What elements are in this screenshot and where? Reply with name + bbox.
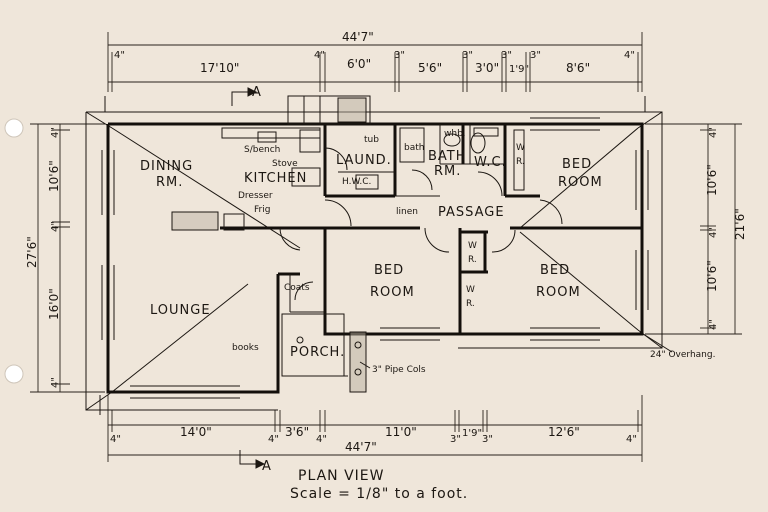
top-dim-seg-4: 6'0"	[347, 57, 371, 71]
right-dim-seg-3: 4"	[708, 227, 719, 238]
room-label-porch: PORCH.	[290, 345, 345, 360]
label-pipe-cols: 3" Pipe Cols	[372, 365, 426, 375]
bottom-dim-seg-2: 14'0"	[180, 425, 212, 439]
label-wr-c2: R.	[466, 299, 475, 309]
bottom-dim-seg-3: 4"	[268, 434, 279, 445]
overhang-leader	[639, 331, 673, 353]
interior-walls	[220, 124, 642, 334]
room-label-kitchen: KITCHEN	[244, 171, 307, 186]
top-dim-seg-2: 17'10"	[200, 61, 239, 75]
top-dim-seg-11: 3"	[530, 50, 541, 61]
left-dim-seg-1: 4"	[50, 127, 61, 138]
room-label-wc: W.C.	[474, 155, 507, 170]
caption-scale: Scale = 1/8" to a foot.	[290, 486, 468, 502]
bottom-dim-seg-5: 4"	[316, 434, 327, 445]
door-swings	[279, 147, 563, 301]
right-dim-seg-2: 10'6"	[705, 164, 719, 196]
room-label-bed2-room: ROOM	[370, 285, 415, 300]
interior-thin-walls	[289, 124, 505, 313]
overhang-note: 24" Overhang.	[650, 350, 715, 360]
left-dimensions: 4" 10'6" 4" 16'0" 4" 27'6"	[25, 123, 105, 393]
bottom-total-dimension: 44'7"	[345, 440, 377, 454]
label-whb: whb.	[444, 129, 466, 139]
label-wr-b: W	[468, 241, 477, 251]
section-marker-bottom	[239, 450, 266, 469]
porch-area	[281, 313, 367, 393]
top-dim-seg-6: 5'6"	[418, 61, 442, 75]
room-label-dining-rm: RM.	[156, 175, 183, 190]
bottom-dim-seg-1: 4"	[110, 434, 121, 445]
right-dim-seg-5: 4"	[708, 319, 719, 330]
label-wr-a: W	[516, 143, 525, 153]
room-label-bed1-room: ROOM	[558, 175, 603, 190]
room-label-bath-small: bath	[404, 143, 424, 153]
left-dim-seg-2: 10'6"	[47, 160, 61, 192]
label-wr-c: W	[466, 285, 475, 295]
roof-outline	[85, 96, 663, 415]
label-frig: Frig	[254, 205, 270, 215]
top-dim-seg-5: 3"	[394, 50, 405, 61]
top-dim-seg-3: 4"	[314, 50, 325, 61]
room-label-lounge: LOUNGE	[150, 303, 211, 318]
top-dimensions: 44'7" 4" 17'10" 4" 6'0" 3" 5'6" 3" 3'0" …	[107, 30, 643, 92]
bottom-dim-seg-8: 1'9"	[462, 428, 482, 439]
top-dim-seg-7: 3"	[462, 50, 473, 61]
bottom-dimensions: 4" 14'0" 4" 3'6" 4" 11'0" 3" 1'9" 3" 12'…	[107, 395, 643, 462]
label-wr-b2: R.	[468, 255, 477, 265]
bottom-dim-seg-9: 3"	[482, 434, 493, 445]
label-books: books	[232, 343, 259, 353]
room-label-bath-rm: RM.	[434, 164, 461, 179]
top-dim-seg-13: 4"	[624, 50, 635, 61]
kitchen-fixtures	[171, 127, 379, 231]
label-sbench: S/bench	[244, 145, 280, 155]
caption-title: PLAN VIEW	[298, 468, 384, 484]
bottom-dim-seg-6: 11'0"	[385, 425, 417, 439]
label-wr-a2: R.	[516, 157, 525, 167]
label-stove: Stove	[272, 159, 298, 169]
room-label-passage: PASSAGE	[438, 205, 505, 220]
top-dim-seg-12: 8'6"	[566, 61, 590, 75]
label-dresser: Dresser	[238, 191, 273, 201]
top-total-dimension: 44'7"	[342, 30, 374, 44]
right-total-dimension: 21'6"	[733, 208, 747, 240]
room-label-bath: BATH	[428, 149, 467, 164]
windows	[101, 117, 649, 399]
entry-step	[287, 95, 371, 125]
section-marker-top	[231, 87, 258, 106]
room-label-laund: LAUND.	[336, 153, 392, 168]
left-dim-seg-3: 4"	[50, 221, 61, 232]
label-hwc: H.W.C.	[342, 177, 371, 187]
bottom-dim-seg-11: 4"	[626, 434, 637, 445]
left-dim-seg-4: 16'0"	[47, 288, 61, 320]
top-dim-seg-9: 3"	[501, 50, 512, 61]
room-label-bed2: BED	[374, 263, 404, 278]
section-label-top: A	[252, 85, 262, 100]
pipe-cols-leader	[359, 361, 371, 369]
left-dim-seg-5: 4"	[50, 377, 61, 388]
bottom-dim-seg-10: 12'6"	[548, 425, 580, 439]
binder-hole-top	[4, 118, 24, 138]
right-dim-seg-4: 10'6"	[705, 260, 719, 292]
top-dim-seg-1: 4"	[114, 50, 125, 61]
right-dimensions: 4" 10'6" 4" 10'6" 4" 21'6"	[645, 123, 747, 335]
section-label-bottom: A	[262, 459, 272, 474]
label-tub: tub	[364, 135, 379, 145]
room-label-bed1: BED	[562, 157, 592, 172]
bathroom-fixtures	[399, 127, 525, 191]
label-coats: Coats	[284, 283, 310, 293]
left-total-dimension: 27'6"	[25, 236, 39, 268]
top-dim-seg-10: 1'9"	[509, 64, 529, 75]
hip-lines	[111, 127, 639, 393]
right-dim-seg-1: 4"	[708, 127, 719, 138]
room-label-dining: DINING	[140, 159, 193, 174]
room-label-bed3-room: ROOM	[536, 285, 581, 300]
label-linen: linen	[396, 207, 418, 217]
top-dim-seg-8: 3'0"	[475, 61, 499, 75]
bottom-dim-seg-7: 3"	[450, 434, 461, 445]
bottom-dim-seg-4: 3'6"	[285, 425, 309, 439]
room-label-bed3: BED	[540, 263, 570, 278]
binder-hole-bottom	[4, 364, 24, 384]
